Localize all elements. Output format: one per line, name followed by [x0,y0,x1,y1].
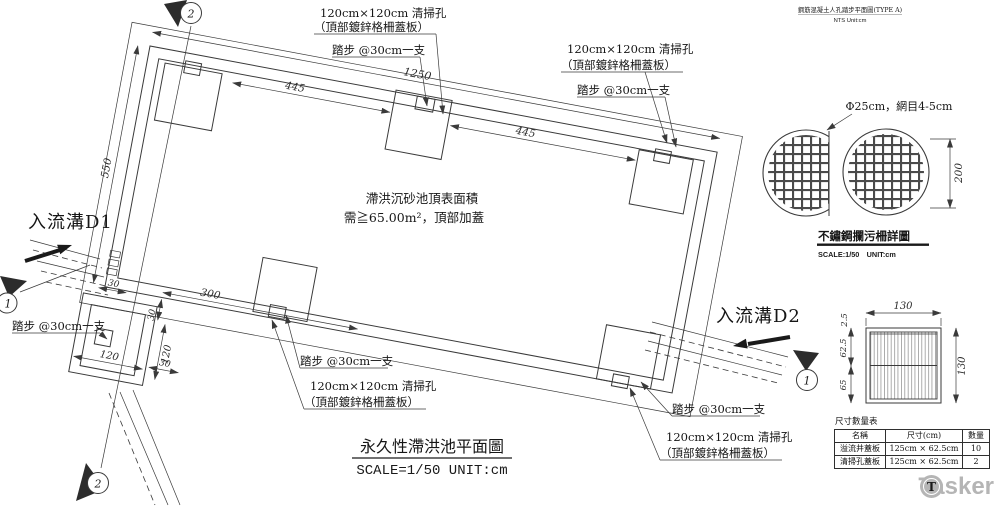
step-label-tr: 踏步 @30cm一支 [577,83,671,97]
tasker-logo-icon: T [920,475,944,498]
grating-subheading: NTS Unit:cm [834,18,867,24]
mesh-size-label: Φ25cm，網目4-5cm [846,99,953,113]
cleanhole-label-bm-1: 120cm×120cm 清掃孔 [310,379,437,393]
qt-row0-size: 125cm × 62.5cm [885,442,963,456]
dim-30-c: 30 [158,358,171,370]
inflow-d1-arrow-icon [57,244,72,255]
cover-dim-right: 130 [957,356,968,376]
grating-detail: 鋼筋混凝土人孔踏步平面圖(TYPE A) NTS Unit:cm Φ25cm，網… [762,5,965,259]
cleanhole-label-top-1: 120cm×120cm 清掃孔 [320,6,447,20]
dim-120-h: 120 [99,349,120,363]
qt-row1-name: 清掃孔蓋板 [834,455,886,469]
dimension-labels: 1250 445 445 550 300 30 30 120 120 30 [99,65,537,370]
quantity-table: 名稱 尺寸(cm) 數量 溢流井蓋板 125cm × 62.5cm 10 清掃孔… [834,429,990,469]
inflow-d2-arrow-icon [733,338,748,349]
step-label-br: 踏步 @30cm一支 [672,402,766,416]
cover-dim-625: 62.5 [839,339,849,358]
drawing-title: 永久性滯洪池平面圖 SCALE=1/50 UNIT:cm [352,437,512,479]
cover-dim-top: 130 [893,301,913,312]
section-marker-top-label: 2 [187,8,195,21]
grating-heading: 鋼筋混凝土人孔踏步平面圖(TYPE A) [798,5,902,14]
dim-300: 300 [199,287,221,303]
dim-445-left: 445 [283,79,306,95]
cleanhole-label-bm-2: （頂部鍍鋅格柵蓋板） [304,395,419,409]
section-marker-bottom-left: 2 [76,463,109,501]
grating-caption: 不鏽鋼攔污柵詳圖 [818,229,910,243]
annotations: 120cm×120cm 清掃孔 （頂部鍍鋅格柵蓋板） 踏步 @30cm一支 12… [12,6,793,461]
qt-header-name: 名稱 [834,429,886,443]
table-row: 溢流井蓋板 125cm × 62.5cm 10 [834,442,990,456]
pond-note-line1: 滯洪沉砂池頂表面積 [366,191,479,206]
inflow-d1-label: 入流溝D1 [28,212,113,233]
dim-1250: 1250 [402,65,432,83]
grating-caption-scale: SCALE:1/50 UNIT:cm [818,250,896,259]
cleanhole-label-br-1: 120cm×120cm 清掃孔 [666,430,793,444]
grating-circle-right [842,128,930,216]
section-marker-right-label: 1 [804,375,811,388]
cover-table-title: 尺寸數量表 [835,416,878,427]
cover-dim-65: 65 [839,380,849,391]
section-marker-top: 2 [164,0,202,27]
dimension-lines [73,30,721,381]
quantity-table-header-row: 名稱 尺寸(cm) 數量 [834,429,990,443]
cleanhole-label-tr-1: 120cm×120cm 清掃孔 [567,42,694,56]
grating-circle-left [762,129,829,217]
cleanhole-label-br-2: （頂部鍍鋅格柵蓋板） [660,446,775,460]
qt-row1-size: 125cm × 62.5cm [885,455,963,469]
section-marker-left-label: 1 [5,298,12,311]
cover-detail: 130 130 2.5 62.5 65 尺寸數量表 [835,301,968,427]
cleanhole-label-tr-2: （頂部鍍鋅格柵蓋板） [561,58,676,72]
dim-30-b: 30 [147,308,159,321]
drawing-title-text: 永久性滯洪池平面圖 [360,437,504,456]
pond-plan-group: 1250 445 445 550 300 30 30 120 120 30 [68,21,743,418]
cover-dim-25: 2.5 [840,313,850,328]
table-row: 清掃孔蓋板 125cm × 62.5cm 2 [834,455,990,469]
step-label-bm: 踏步 @30cm一支 [300,354,394,368]
pond-note-line2: 需≧65.00m²，頂部加蓋 [344,210,484,225]
qt-header-qty: 數量 [962,429,990,443]
section-marker-bl-label: 2 [94,478,102,491]
pond-note: 滯洪沉砂池頂表面積 需≧65.00m²，頂部加蓋 [344,191,484,225]
inflow-d2-label: 入流溝D2 [716,306,801,327]
tasker-logo-letter: T [927,480,936,494]
qt-row1-qty: 2 [962,455,990,469]
dim-30-a: 30 [107,278,120,290]
cleanhole-label-top-2: （頂部鍍鋅格柵蓋板） [314,20,429,34]
dim-120-v: 120 [160,343,174,364]
step-label-top: 踏步 @30cm一支 [332,43,426,57]
qt-row0-qty: 10 [962,442,990,456]
watermark: T Tasker [918,473,994,501]
inflow-channel-d1: 入流溝D1 [19,212,113,296]
grating-dim-200: 200 [953,163,965,184]
section-marker-right: 1 [793,350,819,391]
dim-445-right: 445 [514,125,537,141]
qt-header-size: 尺寸(cm) [885,429,963,443]
section-line [100,25,192,506]
step-label-left: 踏步 @30cm一支 [12,319,106,333]
inflow-channel-d2: 入流溝D2 [644,306,801,384]
dim-550: 550 [99,157,115,179]
section-marker-left: 1 [0,276,27,314]
drawing-title-scale: SCALE=1/50 UNIT:cm [356,463,507,479]
qt-row0-name: 溢流井蓋板 [834,442,886,456]
